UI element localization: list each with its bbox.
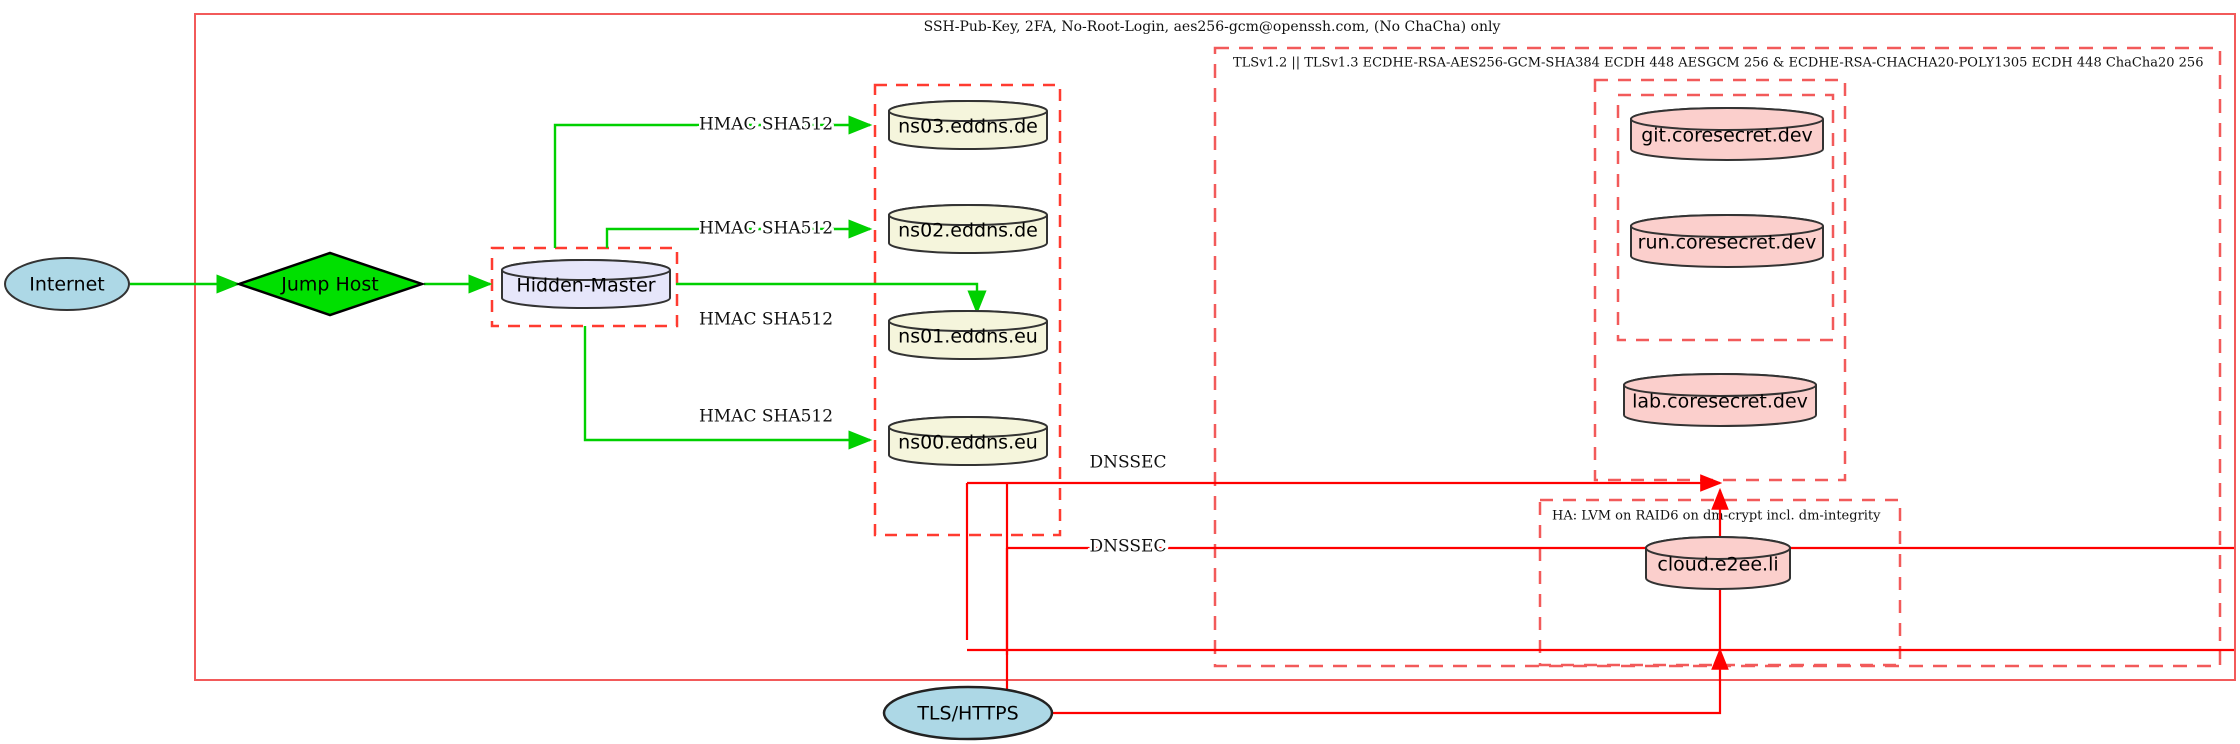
edge-label-hmac-ns01-text: HMAC SHA512 (699, 310, 833, 330)
edge-label-hmac-ns02: HMAC SHA512 (696, 216, 835, 241)
node-run-coresecret[interactable]: run.coresecret.dev (1630, 214, 1824, 268)
node-ns03-top (888, 100, 1048, 122)
node-tls-https[interactable]: TLS/HTTPS (882, 685, 1054, 741)
node-run-top (1630, 214, 1824, 238)
node-hidden-master[interactable]: Hidden-Master (501, 259, 671, 309)
edge-label-hmac-ns03-text: HMAC SHA512 (699, 115, 833, 135)
node-git-top (1630, 107, 1824, 131)
node-ns03-label: ns03.eddns.de (898, 116, 1038, 138)
node-jumphost-label: Jump Host (280, 274, 379, 296)
node-git-label: git.coresecret.dev (1641, 125, 1813, 147)
edge-hiddenmaster-ns00 (583, 326, 873, 450)
node-run-label: run.coresecret.dev (1638, 232, 1817, 254)
node-cloud-label: cloud.e2ee.li (1657, 554, 1778, 576)
node-ns02-top (888, 204, 1048, 226)
cluster-ha-label: HA: LVM on RAID6 on dm-crypt incl. dm-in… (1552, 509, 1881, 524)
node-internet-label: Internet (29, 274, 104, 296)
node-cloud-e2ee[interactable]: cloud.e2ee.li (1645, 536, 1791, 590)
node-hidden-master-label: Hidden-Master (516, 275, 655, 297)
node-tls-https-label: TLS/HTTPS (916, 703, 1018, 725)
node-ns02-label: ns02.eddns.de (898, 220, 1038, 242)
edge-hiddenmaster-ns02 (605, 219, 873, 248)
node-ns00[interactable]: ns00.eddns.eu (888, 416, 1048, 466)
cluster-nameservers-box (873, 83, 1062, 537)
node-ns01[interactable]: ns01.eddns.eu (888, 310, 1048, 360)
node-jumphost-shape (235, 251, 426, 317)
edge-label-dnssec-1-text: DNSSEC (1090, 453, 1167, 473)
cluster-ssh-box (194, 13, 2236, 681)
node-lab-top (1623, 373, 1817, 397)
node-ns02[interactable]: ns02.eddns.de (888, 204, 1048, 254)
node-git-coresecret[interactable]: git.coresecret.dev (1630, 107, 1824, 161)
node-tls-https-shape (882, 685, 1054, 741)
edge-hiddenmaster-ns03 (553, 115, 873, 248)
node-ns00-top (888, 416, 1048, 438)
node-ns03[interactable]: ns03.eddns.de (888, 100, 1048, 150)
node-internet[interactable]: Internet (4, 257, 130, 311)
node-jumphost[interactable]: Jump Host (235, 251, 426, 317)
edge-label-dnssec-2: DNSSEC (1087, 534, 1169, 559)
node-ns01-label: ns01.eddns.eu (898, 326, 1038, 348)
node-ns01-top (888, 310, 1048, 332)
edge-label-dnssec-1: DNSSEC (1087, 450, 1169, 475)
cluster-ha-box (1538, 498, 1902, 667)
edge-label-hmac-ns00-text: HMAC SHA512 (699, 407, 833, 427)
node-lab-label: lab.coresecret.dev (1632, 391, 1808, 413)
cluster-tls-label: TLSv1.2 || TLSv1.3 ECDHE-RSA-AES256-GCM-… (1233, 56, 2203, 71)
node-ns00-label: ns00.eddns.eu (898, 432, 1038, 454)
node-internet-shape (4, 257, 130, 311)
cluster-coresecret-outer-box (1593, 78, 1847, 482)
edge-tlshttps-right (1052, 647, 1729, 715)
cluster-ssh-label: SSH-Pub-Key, 2FA, No-Root-Login, aes256-… (924, 19, 1501, 35)
edge-label-hmac-ns03: HMAC SHA512 (696, 112, 835, 137)
edge-label-dnssec-2-text: DNSSEC (1090, 537, 1167, 557)
edge-label-hmac-ns00: HMAC SHA512 (696, 404, 835, 429)
node-cloud-top (1645, 536, 1791, 560)
edge-label-hmac-ns02-text: HMAC SHA512 (699, 219, 833, 239)
node-lab-coresecret[interactable]: lab.coresecret.dev (1623, 373, 1817, 427)
edge-hiddenmaster-ns01 (676, 282, 987, 315)
node-hidden-master-top (501, 259, 671, 281)
edge-label-hmac-ns01: HMAC SHA512 (696, 307, 835, 332)
